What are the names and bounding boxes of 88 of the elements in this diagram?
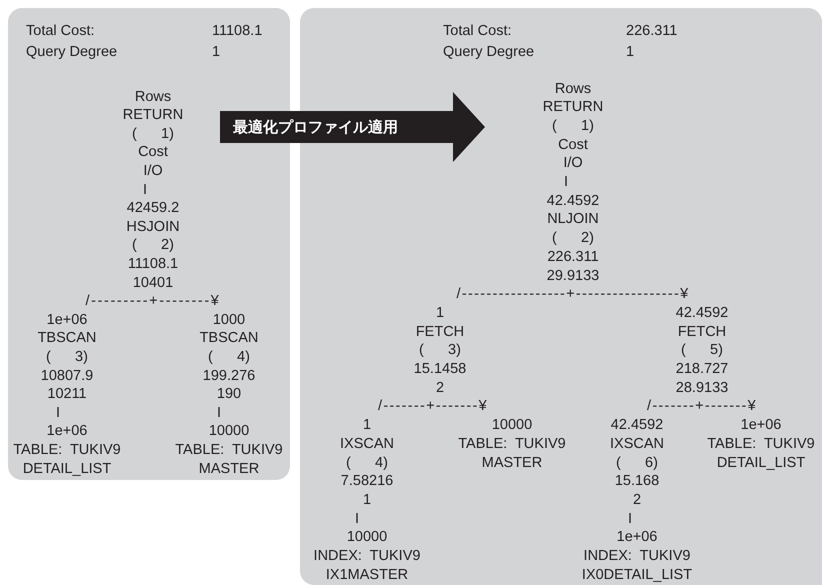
cost-label: Query Degree — [26, 44, 118, 60]
plan-text: RETURN — [542, 99, 604, 116]
plan-text: 1e+06 — [740, 417, 782, 434]
plan-text: Cost — [558, 136, 588, 154]
cost-label: 1 — [626, 44, 634, 60]
plan-text: INDEX: TUKIV9 — [584, 548, 690, 565]
plan-text: ( 2) — [552, 230, 594, 248]
plan-text: MASTER — [482, 454, 542, 472]
plan-text: ( 1) — [132, 126, 174, 143]
plan-text: 42459.2 — [126, 200, 180, 218]
plan-text: I — [56, 404, 60, 422]
cost-label: 11108.1 — [212, 22, 262, 40]
plan-text: 7.58216 — [340, 473, 394, 490]
plan-text: 10807.9 — [40, 368, 94, 384]
plan-text: ( 6) — [616, 454, 658, 472]
plan-text: TABLE: TUKIV9 — [707, 436, 815, 453]
plan-text: ( 4) — [346, 454, 388, 472]
plan-text: DETAIL_LIST — [22, 460, 112, 478]
plan-text: 29.9133 — [546, 268, 600, 284]
cost-label: Total Cost: — [26, 22, 94, 40]
plan-text: 42.4592 — [676, 304, 728, 322]
plan-text: TBSCAN — [38, 330, 96, 348]
cost-label: 1 — [212, 44, 220, 60]
plan-text: TBSCAN — [200, 330, 258, 348]
plan-text: FETCH — [416, 324, 464, 341]
plan-text: 1 — [362, 417, 372, 434]
plan-text: FETCH — [678, 324, 726, 341]
plan-text: IX0DETAIL_LIST — [582, 566, 692, 584]
plan-text: 1e+06 — [616, 529, 658, 546]
plan-text: I/O — [143, 162, 163, 180]
plan-text: MASTER — [198, 460, 260, 478]
plan-text: IXSCAN — [610, 436, 664, 453]
plan-text: 1 — [436, 304, 444, 322]
plan-text: 15.1458 — [414, 361, 466, 378]
plan-text: NLJOIN — [547, 211, 599, 228]
plan-text: 1000 — [212, 312, 246, 329]
block-arrow — [220, 92, 485, 162]
plan-text: DETAIL_LIST — [716, 454, 806, 472]
plan-text: 2 — [632, 492, 642, 509]
cost-label: Total Cost: — [443, 22, 512, 40]
plan-text: 10211 — [47, 386, 87, 404]
plan-text: 42.4592 — [610, 417, 664, 434]
plan-text: Rows — [134, 88, 172, 106]
plan-text: 42.4592 — [546, 192, 600, 210]
plan-text: 10000 — [346, 529, 388, 546]
plan-text: ( 3) — [46, 348, 88, 366]
plan-text: 28.9133 — [676, 380, 728, 397]
plan-text: ( 5) — [681, 342, 723, 360]
plan-text: ( 4) — [208, 348, 250, 366]
plan-text: 11108.1 — [128, 256, 178, 273]
plan-text: HSJOIN — [126, 218, 180, 236]
plan-text: 1 — [362, 492, 372, 509]
plan-text: 1e+06 — [46, 312, 88, 329]
plan-text: 10000 — [208, 423, 250, 440]
plan-text: /-------+-------¥ — [647, 398, 757, 416]
plan-text: TABLE: TUKIV9 — [13, 442, 121, 459]
plan-text: INDEX: TUKIV9 — [314, 548, 420, 565]
plan-text: 15.168 — [614, 473, 660, 490]
plan-text: 10000 — [492, 417, 532, 434]
plan-text: TABLE: TUKIV9 — [175, 442, 283, 459]
plan-text: /-----------------+-----------------¥ — [456, 286, 690, 304]
plan-text: Cost — [138, 144, 168, 162]
plan-text: ( 3) — [419, 342, 461, 360]
plan-text: TABLE: TUKIV9 — [458, 436, 566, 453]
plan-text: I — [564, 174, 568, 191]
plan-text: /---------+--------¥ — [86, 293, 220, 310]
plan-text: 199.276 — [202, 368, 256, 384]
plan-text: /-------+-------¥ — [378, 398, 488, 416]
plan-text: I — [628, 510, 632, 528]
plan-text: 190 — [216, 386, 242, 404]
cost-label: Query Degree — [443, 44, 534, 60]
plan-text: IXSCAN — [340, 436, 394, 453]
plan-text: I/O — [563, 155, 583, 172]
plan-text: 1e+06 — [46, 423, 88, 440]
plan-text: 2 — [436, 380, 444, 397]
plan-text: IX1MASTER — [326, 566, 408, 584]
plan-text: ( 1) — [552, 118, 594, 135]
plan-text: 10401 — [132, 274, 174, 292]
plan-text: I — [216, 404, 222, 422]
cost-label: 226.311 — [626, 22, 678, 40]
plan-text: I — [354, 510, 360, 528]
plan-text: Rows — [554, 80, 592, 98]
plan-text: 218.727 — [676, 361, 728, 378]
plan-text: RETURN — [122, 107, 184, 124]
edge-label: 最適化プロファイル適用 — [233, 118, 398, 136]
plan-text: I — [142, 182, 148, 198]
plan-text: ( 2) — [132, 237, 174, 254]
plan-text: 226.311 — [547, 248, 599, 266]
